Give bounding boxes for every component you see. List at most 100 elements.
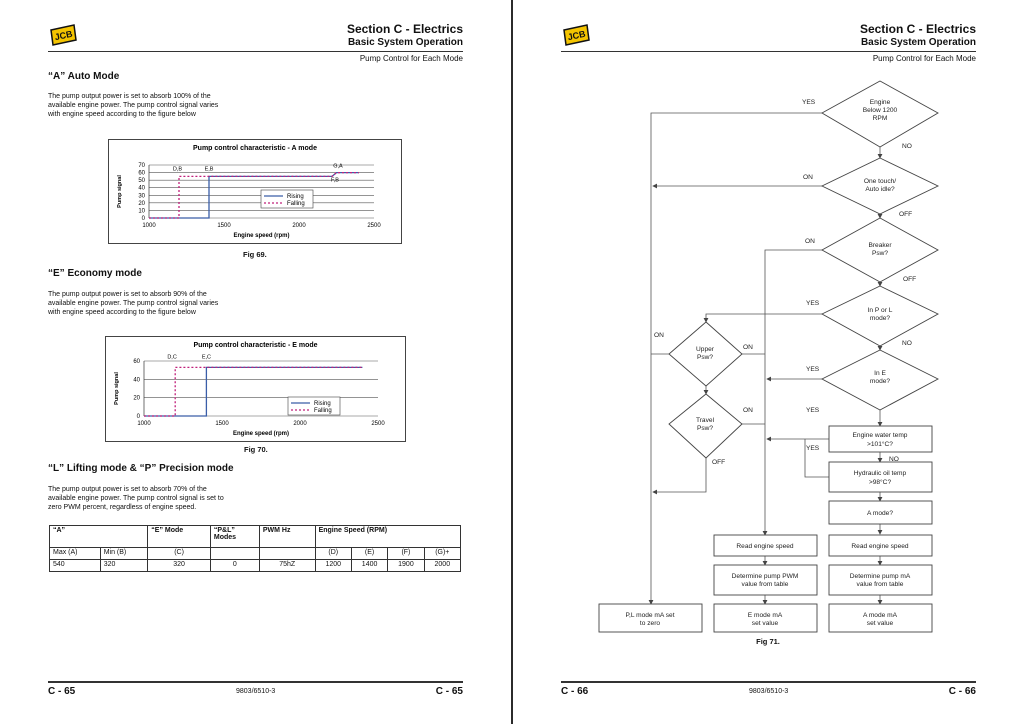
- flow-label-on: ON: [803, 174, 813, 181]
- flow-label-no: NO: [889, 456, 899, 463]
- diamond-travel-psw: [668, 393, 743, 459]
- jcb-logo: JCB: [50, 24, 77, 46]
- y-tick-label: 40: [138, 186, 145, 192]
- lifting-mode-paragraph: The pump output power is set to absorb 7…: [48, 486, 224, 511]
- diamond-breaker: [821, 217, 939, 283]
- footer-rule: [561, 681, 976, 683]
- node-label: Psw?: [872, 250, 888, 257]
- node-label: E mode mA: [748, 612, 783, 619]
- flow-label-yes: YES: [806, 445, 820, 452]
- svg-text:JCB: JCB: [54, 29, 74, 43]
- flow-label-on: ON: [805, 238, 815, 245]
- node-label: Engine water temp: [853, 432, 908, 439]
- node-label: Below 1200: [863, 107, 898, 114]
- flow-label-yes: YES: [806, 300, 820, 307]
- node-label: A mode mA: [863, 612, 898, 619]
- page-reference: Pump Control for Each Mode: [359, 54, 463, 63]
- footer-doc-number: 9803/6510-3: [749, 688, 789, 695]
- box-determine-ma: [828, 564, 933, 596]
- footer-page-left: C - 65: [48, 686, 76, 697]
- y-tick-label: 70: [138, 163, 145, 169]
- legend-label: Rising: [314, 401, 331, 407]
- box-pl-zero: [598, 603, 703, 633]
- box-read-speed-2: [828, 534, 933, 557]
- y-axis-label: Pump signal: [117, 175, 123, 208]
- node-label: Determine pump mA: [850, 573, 911, 580]
- flow-label-yes: YES: [802, 99, 816, 106]
- box-a-set: [828, 603, 933, 633]
- chart-title: Pump control characteristic - E mode: [193, 342, 317, 349]
- node-label: RPM: [873, 115, 888, 122]
- node-label: set value: [867, 620, 894, 627]
- section-subtitle: Basic System Operation: [860, 37, 976, 48]
- node-label: set value: [752, 620, 779, 627]
- x-axis-label: Engine speed (rpm): [233, 233, 289, 239]
- legend-label: Falling: [287, 201, 305, 207]
- node-label: In E: [874, 370, 886, 377]
- svg-text:JCB: JCB: [567, 29, 587, 43]
- node-label: Psw?: [697, 425, 713, 432]
- chart-e-mode: Pump control characteristic - E mode 0 20 4…: [105, 336, 406, 442]
- box-e-set: [713, 603, 818, 633]
- node-label: >101°C?: [867, 440, 893, 448]
- x-tick-label: 2000: [293, 421, 307, 427]
- series-line-rising: [149, 171, 359, 219]
- node-label: mode?: [870, 315, 890, 322]
- flow-label-off: OFF: [903, 276, 916, 283]
- point-annotation: D,B: [173, 166, 183, 172]
- y-tick-label: 20: [138, 201, 145, 207]
- node-label: value from table: [742, 581, 789, 588]
- y-tick-label: 10: [138, 208, 145, 214]
- node-label: Auto idle?: [865, 186, 895, 193]
- node-label: to zero: [640, 620, 660, 627]
- x-tick-label: 2000: [292, 223, 306, 229]
- table-row: Max (A) Min (B) (C) (D) (E) (F) (G)+: [49, 547, 462, 560]
- x-tick-label: 1000: [142, 223, 156, 229]
- section-subtitle: Basic System Operation: [347, 37, 463, 48]
- node-label: Upper: [696, 346, 715, 353]
- table-cell: 320: [147, 559, 211, 572]
- y-tick-label: 40: [133, 377, 140, 383]
- point-annotation: E,C: [202, 354, 211, 360]
- node-label: Engine: [870, 99, 891, 106]
- box-read-speed-1: [713, 534, 818, 557]
- section-title: Section C - Electrics: [859, 22, 976, 36]
- table-cell: 75hZ: [258, 559, 316, 572]
- box-hydraulic-temp: [828, 461, 933, 493]
- pump-spec-table: “A” “E” Mode “P&L” Modes PWM Hz Engine S…: [48, 525, 462, 572]
- y-tick-label: 0: [142, 216, 146, 222]
- page-divider: [511, 0, 513, 724]
- point-annotation: D,C: [167, 354, 177, 360]
- point-annotation: G,A: [333, 163, 343, 169]
- header-rule: [561, 51, 976, 52]
- flow-label-yes: YES: [806, 366, 820, 373]
- section-title: Section C - Electrics: [346, 22, 463, 36]
- chart-e-mode-svg: Pump control characteristic - E mode 0 20 4…: [114, 342, 385, 437]
- table-header-row: “A” “E” Mode “P&L” Modes PWM Hz Engine S…: [48, 525, 462, 548]
- footer-page-left: C - 66: [561, 686, 589, 697]
- table-cell: 2000: [423, 559, 462, 572]
- flow-label-no: NO: [902, 143, 912, 150]
- node-label: Determine pump PWM: [732, 573, 799, 580]
- footer-doc-number: 9803/6510-3: [236, 688, 276, 695]
- series-line-falling: [149, 171, 359, 219]
- legend-label: Falling: [314, 408, 332, 414]
- table-cell: 0: [209, 559, 260, 572]
- header-rule: [48, 51, 463, 52]
- flow-label-off: OFF: [899, 211, 912, 218]
- fig69-caption: Fig 69.: [243, 250, 267, 259]
- node-label: Read engine speed: [851, 543, 909, 550]
- y-tick-label: 20: [133, 396, 140, 402]
- lifting-mode-heading: “L” Lifting mode & “P” Precision mode: [48, 463, 234, 474]
- diamond-in-p-or-l: [821, 285, 939, 347]
- chart-a-mode-svg: Pump control characteristic - A mode0102…: [117, 145, 381, 239]
- flow-label-on: ON: [743, 344, 753, 351]
- box-determine-pwm: [713, 564, 818, 596]
- series-line-falling: [144, 366, 363, 417]
- diamond-upper-psw: [668, 321, 743, 387]
- table-cell: 540: [49, 559, 101, 572]
- y-tick-label: 0: [137, 414, 141, 420]
- y-tick-label: 60: [133, 359, 140, 365]
